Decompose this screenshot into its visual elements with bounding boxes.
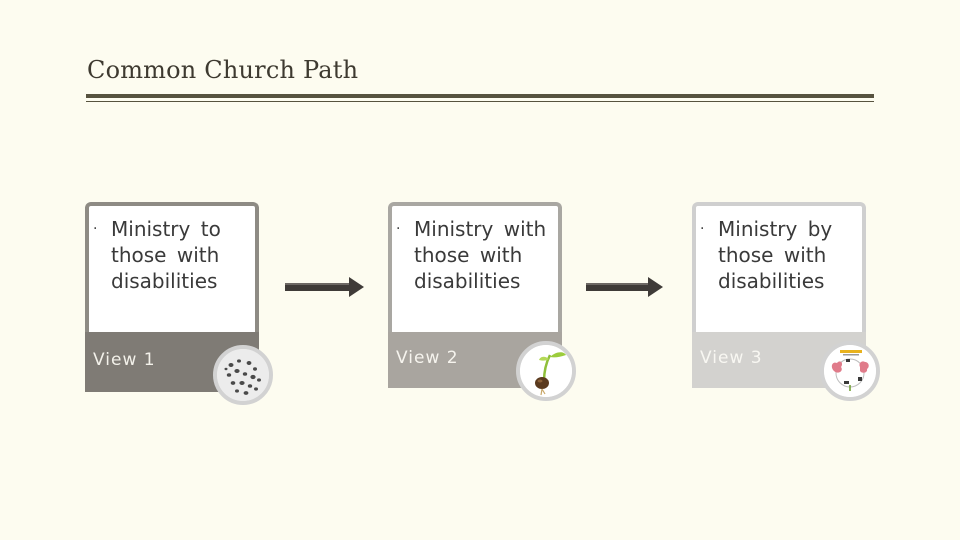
card-text: · Ministry to those with disabilities: [93, 216, 253, 294]
card-frame: [692, 202, 866, 332]
arrow-right-icon: [285, 277, 364, 297]
plant-lifecycle-diagram-icon[interactable]: [820, 341, 880, 401]
view-2-link[interactable]: View 2: [396, 348, 459, 368]
stage-card-1[interactable]: · Ministry to those with disabilities Vi…: [85, 202, 273, 405]
bullet-marker: ·: [700, 221, 705, 237]
card-line: disabilities: [414, 269, 521, 293]
card-text: · Ministry with those with disabilities: [396, 216, 556, 294]
seeds-dish-icon[interactable]: [213, 345, 273, 405]
card-text: · Ministry by those with disabilities: [700, 216, 860, 294]
bullet-marker: ·: [396, 221, 401, 237]
page-title: Common Church Path: [87, 56, 359, 84]
card-line: disabilities: [111, 269, 218, 293]
stage-card-2[interactable]: · Ministry with those with disabilities …: [388, 202, 576, 401]
card-line: Ministry with: [414, 217, 547, 241]
card-footer[interactable]: View 3: [692, 332, 880, 401]
sprouting-seed-icon[interactable]: [516, 341, 576, 401]
stage-card-3[interactable]: · Ministry by those with disabilities Vi…: [692, 202, 880, 401]
title-rule-thin: [86, 101, 874, 102]
card-footer[interactable]: View 2: [388, 332, 576, 401]
bullet-marker: ·: [93, 221, 98, 237]
view-1-link[interactable]: View 1: [93, 350, 156, 370]
card-frame: [388, 202, 562, 332]
card-line: those with: [111, 243, 220, 267]
card-line: Ministry by: [718, 217, 833, 241]
title-rule-thick: [86, 94, 874, 98]
card-frame: [85, 202, 259, 332]
card-line: disabilities: [718, 269, 825, 293]
view-3-link[interactable]: View 3: [700, 348, 763, 368]
card-footer[interactable]: View 1: [85, 332, 273, 405]
card-line: those with: [414, 243, 523, 267]
arrow-right-icon: [586, 277, 663, 297]
card-line: Ministry to: [111, 217, 221, 241]
card-line: those with: [718, 243, 827, 267]
